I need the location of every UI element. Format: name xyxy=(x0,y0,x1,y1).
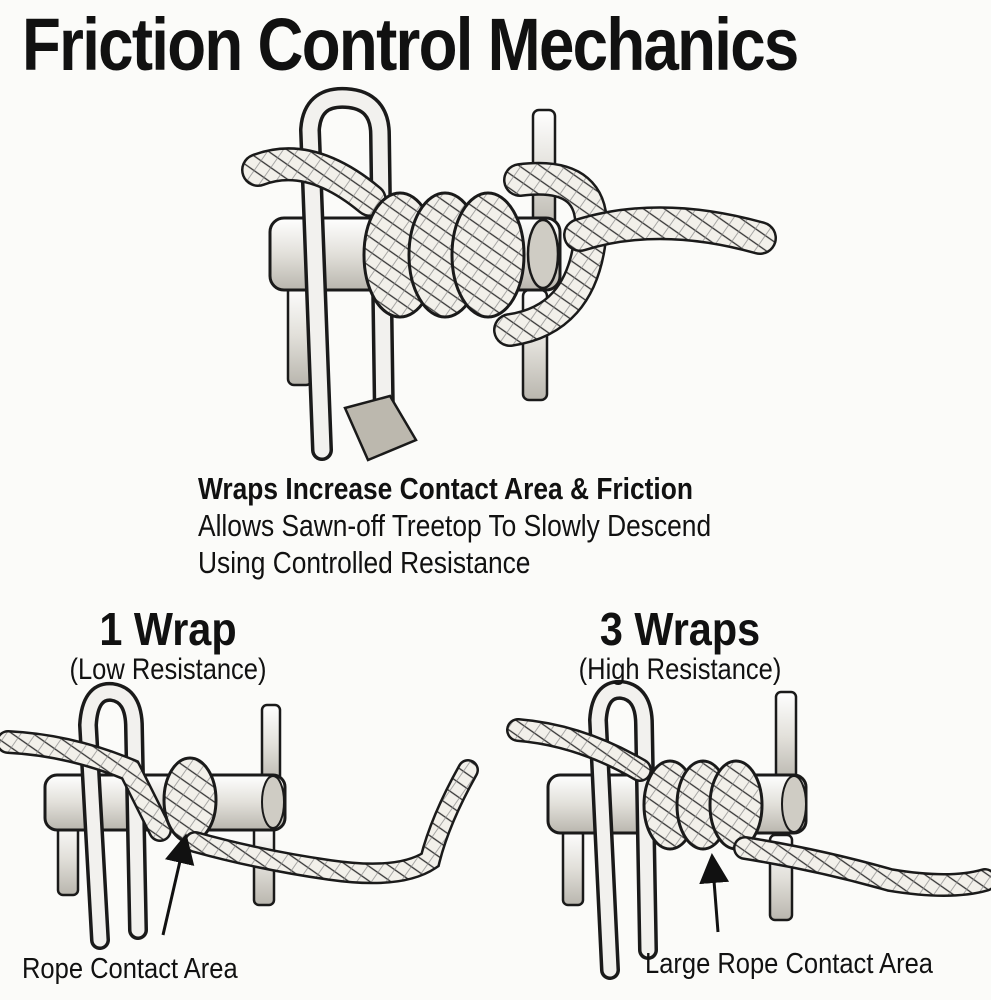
right-label: Large Rope Contact Area xyxy=(645,948,934,980)
page-title: Friction Control Mechanics xyxy=(22,3,799,86)
left-wrap xyxy=(162,756,218,844)
left-heading: 1 Wrap xyxy=(99,603,237,655)
right-arrow xyxy=(699,853,730,933)
top-friction-device xyxy=(241,86,777,462)
caption-line-1: Wraps Increase Contact Area & Friction xyxy=(198,471,693,506)
top-wraps xyxy=(362,191,526,319)
caption: Wraps Increase Contact Area & Friction A… xyxy=(198,470,802,582)
caption-line-3: Using Controlled Resistance xyxy=(198,545,531,581)
right-heading-block: 3 Wraps (High Resistance) xyxy=(555,603,805,687)
left-subheading: (Low Resistance) xyxy=(69,653,267,687)
left-label: Rope Contact Area xyxy=(22,953,238,985)
left-heading-block: 1 Wrap (Low Resistance) xyxy=(48,603,288,687)
right-heading: 3 Wraps xyxy=(599,603,761,655)
caption-line-2: Allows Sawn-off Treetop To Slowly Descen… xyxy=(198,508,712,544)
right-friction-device xyxy=(506,679,991,980)
right-wraps xyxy=(642,759,764,851)
right-subheading: (High Resistance) xyxy=(578,653,782,687)
left-arrow xyxy=(161,833,195,936)
left-friction-device xyxy=(0,681,479,950)
